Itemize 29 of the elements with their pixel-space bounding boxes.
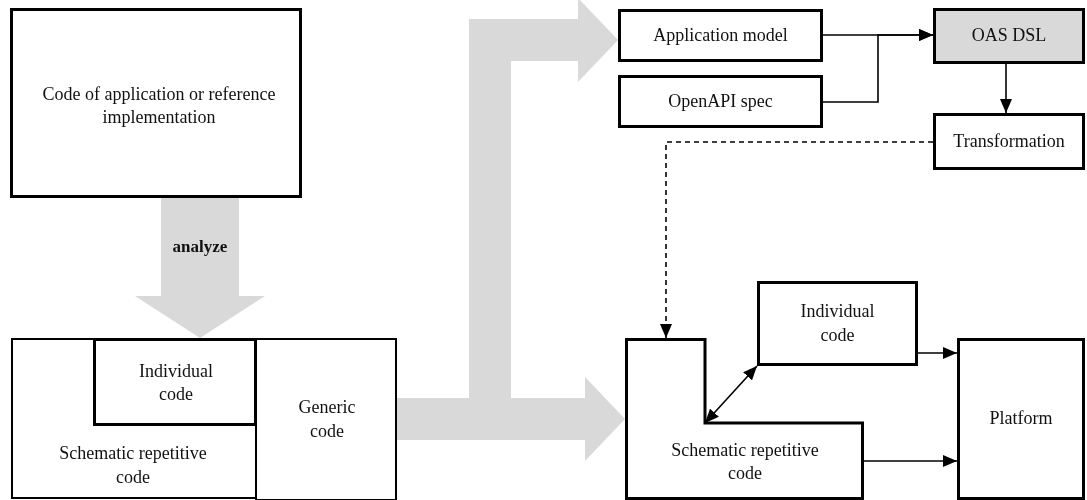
node-text: Individual code	[799, 300, 876, 347]
arrow	[917, 347, 958, 359]
node-text: OpenAPI spec	[668, 89, 773, 113]
process-box	[93, 338, 257, 426]
process-box	[618, 9, 823, 62]
node-text: Code of application or reference implementation	[41, 82, 277, 129]
node-text: Application model	[653, 23, 788, 47]
arrow	[1000, 63, 1012, 114]
edge-label: analyze	[172, 237, 228, 257]
node-text: Platform	[989, 407, 1053, 431]
node-text: Schematic repetitive code	[670, 438, 820, 485]
process-box	[757, 281, 918, 366]
arrow	[822, 29, 934, 103]
node-text: Individual code	[138, 359, 214, 406]
process-box	[957, 338, 1085, 500]
node-text: Schematic repetitive code	[58, 442, 208, 489]
process-box	[11, 338, 395, 499]
arrow	[704, 365, 758, 424]
process-box	[933, 113, 1085, 170]
dashed-arrow	[660, 141, 934, 339]
block-arrow	[135, 198, 265, 338]
process-box	[255, 338, 397, 500]
node-text: Transformation	[953, 129, 1065, 153]
process-box	[933, 8, 1085, 64]
node-text: Generic code	[297, 396, 357, 443]
node-text: OAS DSL	[971, 24, 1047, 48]
arrow	[863, 455, 958, 467]
process-box	[10, 8, 302, 198]
process-box	[618, 75, 823, 128]
